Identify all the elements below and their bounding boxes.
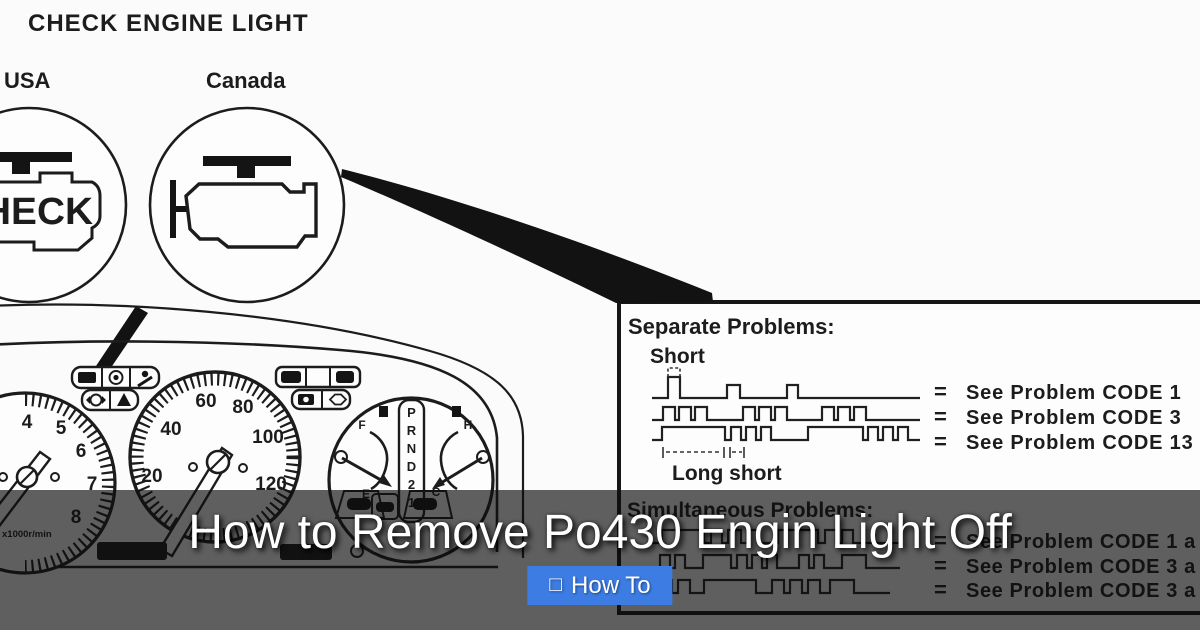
brake-icon bbox=[108, 370, 124, 385]
temp-H: H bbox=[464, 418, 473, 432]
speedo-40: 40 bbox=[160, 419, 181, 440]
canada-warning-light bbox=[148, 106, 346, 304]
page-title: How to Remove Po430 Engin Light Off bbox=[188, 506, 1012, 559]
canada-label: Canada bbox=[206, 68, 286, 93]
check-engine-icon-usa bbox=[0, 171, 102, 252]
tach-6: 6 bbox=[76, 441, 87, 462]
check-text: CHECK bbox=[0, 191, 94, 233]
separate-problems-heading: Separate Problems: bbox=[628, 314, 835, 339]
speedo-20: 20 bbox=[141, 466, 162, 487]
pointer-wedge-to-panel bbox=[341, 169, 713, 303]
warning-light-boxes bbox=[70, 365, 362, 412]
fuel-arc bbox=[369, 430, 389, 491]
cluster-hood-line bbox=[0, 303, 525, 558]
usa-label: USA bbox=[4, 68, 51, 93]
cluster-panel-line bbox=[0, 340, 499, 552]
usa-warning-light: CHECK bbox=[0, 106, 128, 304]
temp-needle bbox=[432, 450, 490, 489]
title-overlay-band bbox=[0, 490, 1200, 630]
check-engine-icon-canada bbox=[184, 182, 318, 249]
gear-2: 2 bbox=[408, 477, 415, 492]
separate-code-labels: = See Problem CODE 1 = See Problem CODE … bbox=[934, 379, 1194, 454]
waveform-code13 bbox=[652, 425, 920, 442]
engine-icon-pipe bbox=[170, 180, 176, 238]
gear-N: N bbox=[407, 441, 416, 456]
see-problem-code-3: See Problem CODE 3 bbox=[966, 407, 1182, 429]
engine-icon-top-bar bbox=[0, 152, 72, 162]
fuel-F: F bbox=[358, 418, 365, 432]
waveform-code1 bbox=[652, 367, 920, 400]
tach-5: 5 bbox=[56, 418, 67, 439]
tach-4: 4 bbox=[22, 412, 33, 433]
seatbelt-icon bbox=[141, 370, 149, 378]
short-label: Short bbox=[650, 345, 705, 368]
waveform-code3 bbox=[652, 405, 920, 422]
speedo-ticks bbox=[130, 372, 300, 542]
gear-P: P bbox=[407, 405, 416, 420]
diagram-title: CHECK ENGINE LIGHT bbox=[28, 10, 309, 37]
speedo-100: 100 bbox=[252, 427, 284, 448]
high-beam-icon bbox=[117, 393, 131, 406]
tach-7: 7 bbox=[87, 474, 98, 495]
how-to-button[interactable]: □ How To bbox=[527, 566, 673, 605]
long-short-measure bbox=[662, 447, 745, 458]
equals-sign: = bbox=[934, 429, 947, 454]
see-problem-code-1: See Problem CODE 1 bbox=[966, 382, 1182, 404]
equals-sign: = bbox=[934, 379, 947, 404]
how-to-button-label: How To bbox=[571, 571, 651, 599]
fuel-pump-icon bbox=[379, 406, 388, 417]
long-short-label: Long short bbox=[672, 462, 782, 485]
speedo-60: 60 bbox=[195, 391, 216, 412]
arrow-icon bbox=[328, 393, 348, 406]
speedo-120: 120 bbox=[255, 474, 287, 495]
speedo-80: 80 bbox=[232, 397, 253, 418]
gear-R: R bbox=[407, 423, 417, 438]
see-problem-code-13: See Problem CODE 13 bbox=[966, 432, 1194, 454]
temp-icon bbox=[452, 406, 461, 417]
fuel-needle bbox=[334, 450, 392, 487]
equals-sign: = bbox=[934, 404, 947, 429]
hazard-icon bbox=[89, 393, 103, 407]
engine-icon-top-bar bbox=[203, 156, 291, 166]
category-icon: □ bbox=[549, 572, 563, 596]
battery-icon bbox=[78, 372, 96, 383]
gear-D: D bbox=[407, 459, 416, 474]
temp-arc bbox=[439, 430, 459, 491]
